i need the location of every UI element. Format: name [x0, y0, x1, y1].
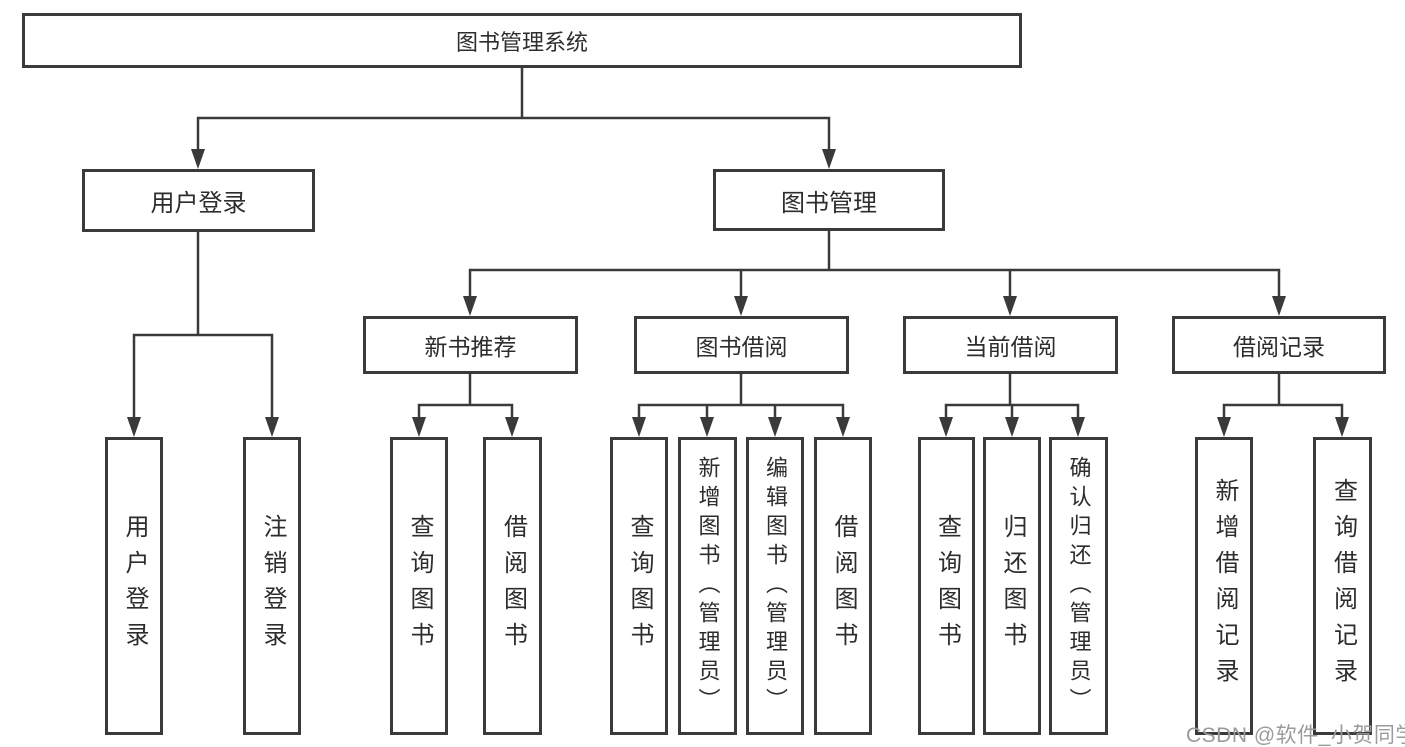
leaf-edit-book-admin: 编辑图书（管理员） [746, 437, 804, 735]
arrow-down-icon [1217, 417, 1231, 437]
node-current-borrow: 当前借阅 [903, 316, 1118, 374]
arrow-down-icon [1003, 296, 1017, 316]
node-new-book-recommend: 新书推荐 [363, 316, 578, 374]
arrow-down-icon [734, 296, 748, 316]
node-label: 注销登录 [259, 514, 286, 658]
arrow-down-icon [1005, 417, 1019, 437]
arrow-down-icon [939, 417, 953, 437]
node-label: 当前借阅 [964, 334, 1057, 360]
arrow-down-icon [632, 417, 646, 437]
node-label: 确认归还（管理员） [1066, 455, 1092, 717]
arrow-down-icon [1272, 296, 1286, 316]
node-book-borrow: 图书借阅 [634, 316, 849, 374]
node-borrow-records: 借阅记录 [1172, 316, 1386, 374]
node-label: 图书管理 [781, 189, 877, 217]
node-label: 用户登录 [150, 190, 247, 217]
arrow-down-icon [768, 417, 782, 437]
node-label: 查询图书 [933, 514, 961, 658]
node-label: 借阅记录 [1233, 334, 1325, 360]
leaf-return-books: 归还图书 [983, 437, 1041, 735]
node-label: 查询图书 [406, 514, 433, 658]
node-label: 查询借阅记录 [1329, 478, 1357, 694]
leaf-logout: 注销登录 [243, 437, 301, 735]
node-label: 图书管理系统 [455, 29, 588, 55]
node-label: 借阅图书 [830, 514, 857, 658]
arrow-down-icon [1071, 417, 1085, 437]
leaf-borrow-books-recommend: 借阅图书 [483, 437, 542, 735]
leaf-borrow-books: 借阅图书 [814, 437, 872, 735]
node-label: 借阅图书 [499, 514, 527, 658]
arrow-down-icon [191, 149, 205, 169]
node-label: 新增图书（管理员） [695, 455, 721, 717]
connector-path [637, 403, 845, 418]
node-label: 新增借阅记录 [1211, 478, 1238, 694]
connector-path [468, 268, 1281, 297]
leaf-add-borrow-record: 新增借阅记录 [1195, 437, 1253, 735]
connector-path [944, 403, 1080, 418]
connector-path [417, 403, 514, 418]
leaf-query-books-recommend: 查询图书 [390, 437, 448, 735]
leaf-query-borrow-record: 查询借阅记录 [1313, 437, 1372, 735]
node-label: 图书借阅 [695, 334, 788, 360]
node-root: 图书管理系统 [22, 13, 1022, 68]
arrow-down-icon [412, 417, 426, 437]
connector-path [196, 116, 831, 150]
node-label: 编辑图书（管理员） [763, 455, 788, 717]
arrow-down-icon [463, 296, 477, 316]
connector-path [1222, 403, 1344, 418]
node-book-management: 图书管理 [713, 169, 945, 231]
node-label: 用户登录 [121, 514, 148, 658]
leaf-confirm-return-admin: 确认归还（管理员） [1049, 437, 1108, 735]
arrow-down-icon [700, 417, 714, 437]
leaf-query-books-borrow: 查询图书 [610, 437, 668, 735]
leaf-query-books-current: 查询图书 [918, 437, 975, 735]
connector-path [132, 333, 274, 418]
node-label: 新书推荐 [424, 334, 517, 360]
arrow-down-icon [505, 417, 519, 437]
leaf-user-login: 用户登录 [105, 437, 163, 735]
csdn-watermark: CSDN @软件_小贺同学 [1186, 724, 1405, 747]
arrow-down-icon [127, 417, 141, 437]
node-user-login: 用户登录 [82, 169, 315, 232]
arrow-down-icon [836, 417, 850, 437]
arrow-down-icon [1335, 417, 1349, 437]
arrow-down-icon [822, 149, 836, 169]
node-label: 归还图书 [999, 514, 1026, 658]
node-label: 查询图书 [626, 514, 653, 658]
arrow-down-icon [265, 417, 279, 437]
leaf-add-book-admin: 新增图书（管理员） [678, 437, 737, 735]
